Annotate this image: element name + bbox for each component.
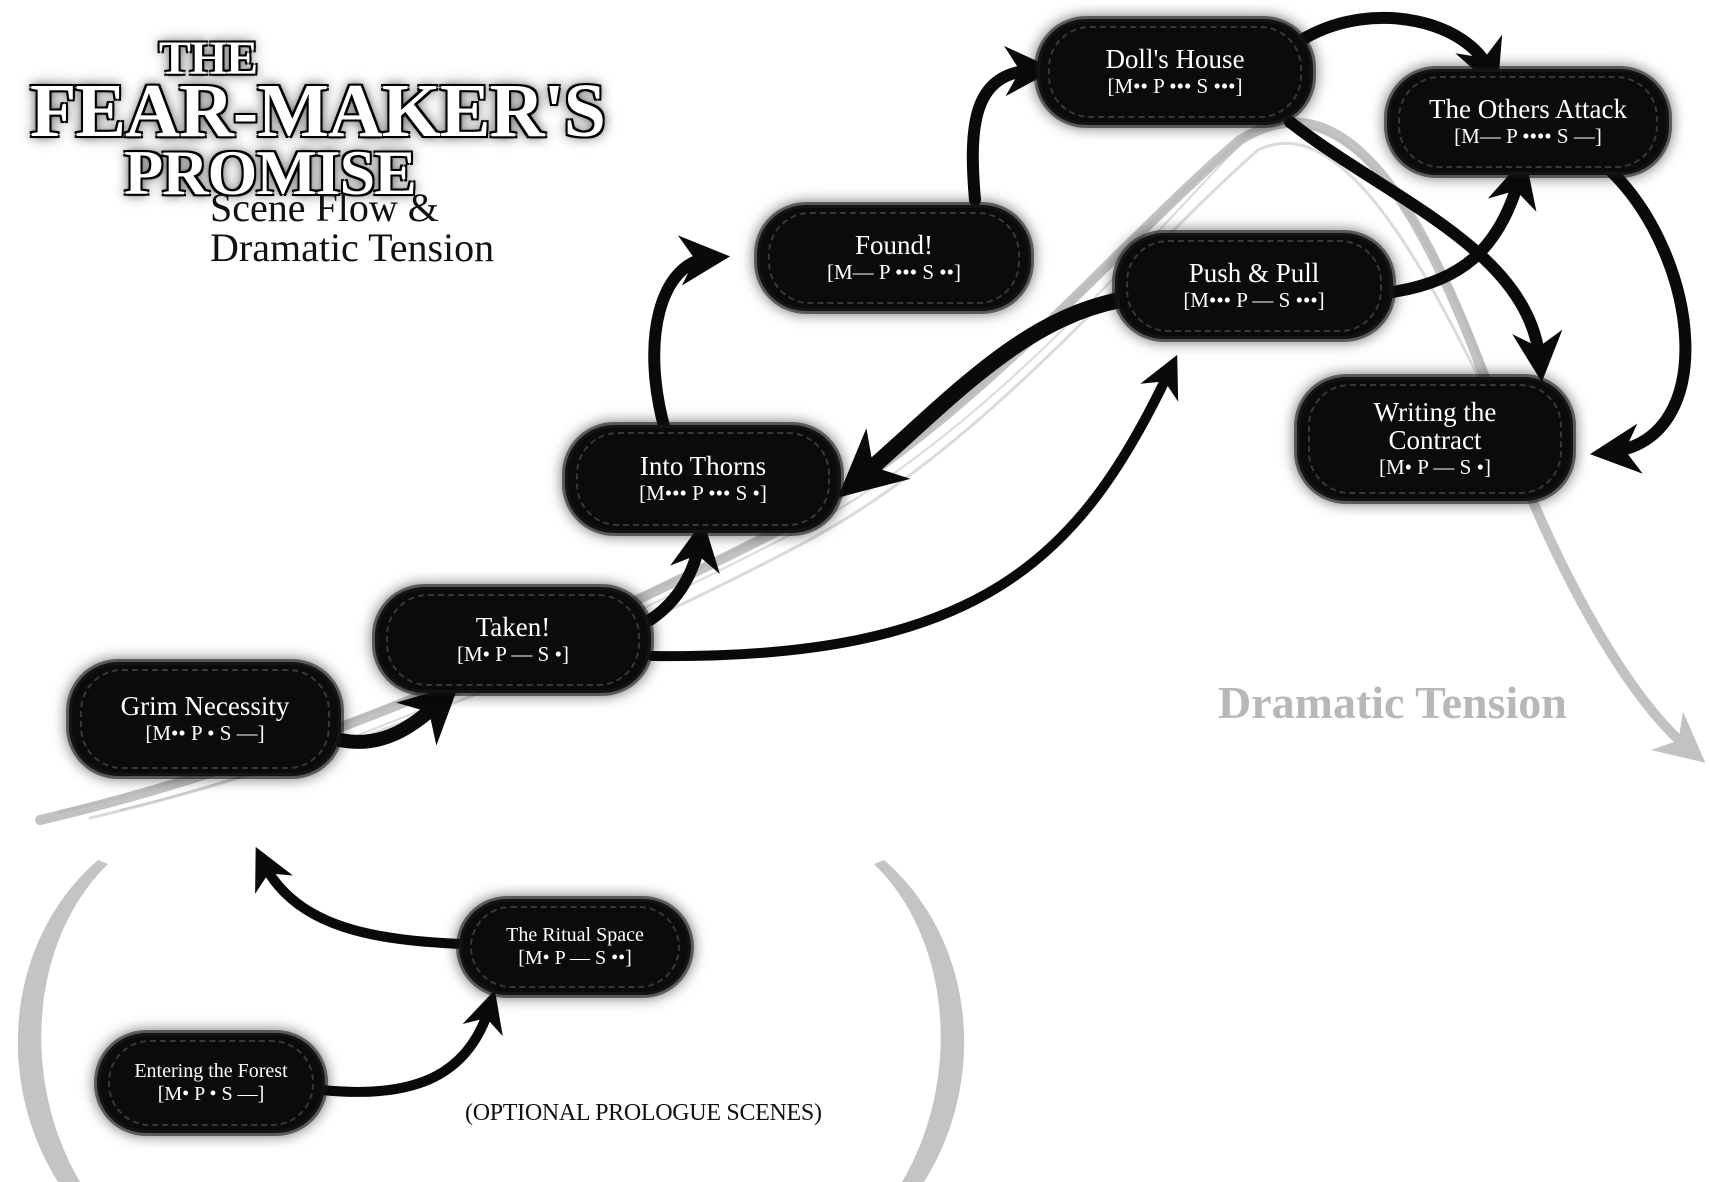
scene-push-and-pull: Push & Pull [M••• P — S •••] (1118, 236, 1390, 336)
arrow-ritual-to-grim (255, 846, 465, 949)
scene-into-thorns: Into Thorns [M••• P ••• S •] (568, 428, 838, 530)
scene-rating: [M— P ••• S ••] (827, 259, 961, 284)
subtitle-line-1: Scene Flow & (210, 185, 439, 230)
title-line-fear-makers: FEAR-MAKER'S (30, 69, 606, 154)
arrow-thorns-to-found (648, 235, 731, 436)
arrow-taken-to-thorns (644, 520, 720, 626)
scene-rating: [M• P — S ••] (518, 946, 632, 969)
scene-dolls-house: Doll's House [M•• P ••• S •••] (1040, 22, 1310, 122)
subtitle: Scene Flow & Dramatic Tension (210, 188, 494, 268)
right-bracket (874, 860, 965, 1182)
scene-name: Into Thorns (639, 451, 767, 482)
scene-name: The Others Attack (1429, 94, 1627, 125)
scene-rating: [M• P • S —] (157, 1082, 265, 1105)
title-logo: THE FEAR-MAKER'S PROMISE Scene Flow & Dr… (30, 32, 606, 267)
scene-name: Grim Necessity (120, 691, 290, 722)
scene-name: Entering the Forest (134, 1059, 288, 1082)
scene-taken: Taken! [M• P — S •] (378, 590, 648, 690)
scene-rating: [M• P — S •] (457, 641, 569, 666)
title-line-promise: PROMISE (124, 136, 417, 208)
scene-name: Push & Pull (1188, 258, 1320, 289)
arrow-others-to-writing (1589, 166, 1692, 474)
scene-name: Found! (854, 230, 933, 261)
scene-name: The Ritual Space (506, 923, 644, 946)
arrow-dolls-to-writing (1284, 116, 1563, 383)
scene-rating: [M• P — S •] (1379, 454, 1491, 479)
scene-found: Found! [M— P ••• S ••] (760, 208, 1028, 308)
arrow-taken-to-pushpull (647, 354, 1179, 662)
scene-name-line-2: Contract (1388, 425, 1482, 456)
title-line-the: THE (158, 32, 258, 85)
prologue-brackets (17, 860, 965, 1182)
scene-name-line-1: Writing the (1373, 397, 1497, 428)
arrow-found-to-dolls (966, 45, 1056, 206)
flow-arrows (255, 11, 1692, 1097)
arrow-grim-to-taken (333, 683, 460, 749)
scene-rating: [M••• P — S •••] (1183, 287, 1325, 312)
scene-name: Doll's House (1105, 44, 1245, 75)
scene-rating: [M— P •••• S —] (1454, 123, 1602, 148)
optional-prologue-label: (OPTIONAL PROLOGUE SCENES) (465, 1100, 822, 1126)
arrow-pushpull-to-thorns (837, 292, 1128, 498)
scene-the-others-attack: The Others Attack [M— P •••• S —] (1390, 72, 1666, 172)
scene-the-ritual-space: The Ritual Space [M• P — S ••] (462, 902, 688, 992)
left-bracket (17, 860, 108, 1182)
arrow-dolls-to-others (1299, 11, 1503, 91)
scene-entering-the-forest: Entering the Forest [M• P • S —] (100, 1036, 322, 1130)
arrow-pushpull-to-others (1386, 156, 1537, 298)
dramatic-tension-label: Dramatic Tension (1218, 677, 1567, 728)
scene-writing-the-contract: Writing the Contract [M• P — S •] (1300, 380, 1570, 498)
scene-name: Taken! (475, 612, 551, 643)
scene-rating: [M••• P ••• S •] (639, 480, 767, 505)
scene-grim-necessity: Grim Necessity [M•• P • S —] (72, 665, 338, 773)
scene-rating: [M•• P • S —] (145, 720, 265, 745)
scene-rating: [M•• P ••• S •••] (1107, 73, 1243, 98)
subtitle-line-2: Dramatic Tension (210, 225, 495, 270)
arrow-forest-to-ritual (317, 989, 503, 1097)
